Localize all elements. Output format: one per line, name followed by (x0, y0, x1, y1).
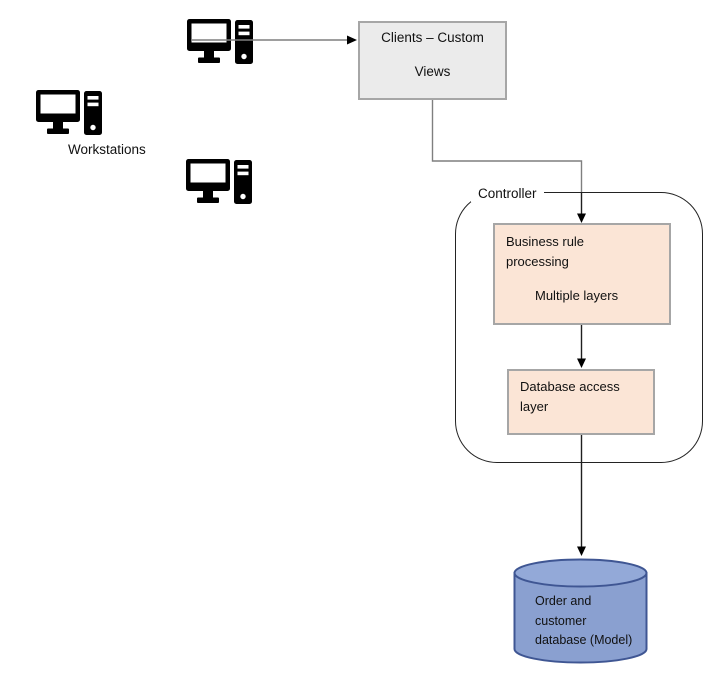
workstation-icon (36, 90, 104, 138)
workstations-label: Workstations (68, 142, 146, 157)
controller-boundary (455, 192, 703, 463)
database-access-layer-node: Database access layer (507, 369, 655, 435)
cylinder-shape (513, 558, 648, 664)
business-rule-label: Business rule processing (506, 234, 585, 269)
arrowhead-into-cylinder (577, 546, 586, 556)
database-cylinder-label: Order and customer database (Model) (535, 594, 633, 647)
business-rule-processing-node: Business rule processing Multiple layers (493, 223, 671, 325)
arrowhead-into-clients (347, 35, 357, 45)
clients-custom-views-node: Clients – Custom Views (358, 21, 507, 100)
workstation-icon (186, 159, 254, 207)
clients-node-label-line2: Views (414, 64, 451, 79)
database-access-label: Database access layer (520, 379, 620, 414)
connector-clients-to-controller (431, 100, 583, 192)
controller-label: Controller (471, 185, 544, 202)
workstation-icon (187, 19, 255, 67)
database-cylinder-node: Order and customer database (Model) (513, 558, 648, 664)
clients-node-label-line1: Clients – Custom (381, 30, 484, 45)
multiple-layers-label: Multiple layers (535, 288, 619, 303)
